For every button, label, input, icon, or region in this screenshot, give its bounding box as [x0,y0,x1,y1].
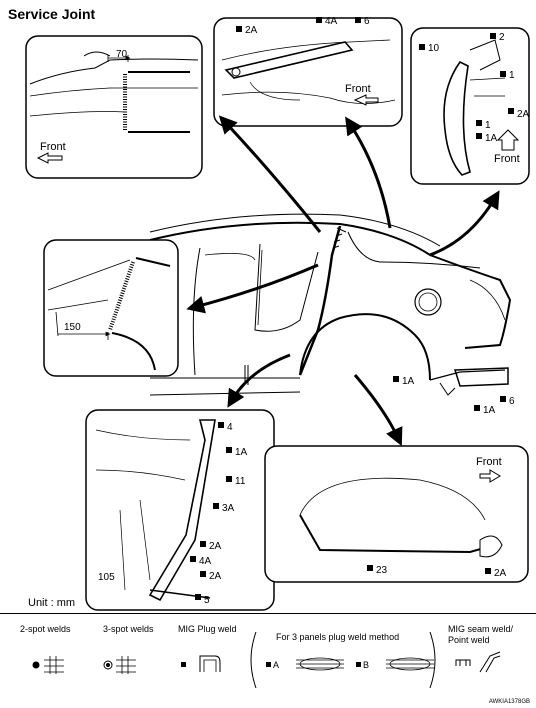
tag-1A-left: 1A [235,447,248,458]
tag-4: 4 [227,422,233,433]
callout-arrows [186,115,500,447]
legend-divider [0,613,536,614]
detail-box-rear-upper [213,17,403,127]
legend-three-panel: For 3 panels plug weld method [276,632,400,642]
legend-two-spot: 2-spot welds [20,624,71,634]
detail-box-roof-joint [25,35,203,179]
tag-3A: 3A [222,503,235,514]
legend-marker-a: A [273,660,279,670]
tag-2A-left-2: 2A [209,571,222,582]
front-label-2: Front [345,83,371,95]
legend-mig-plug: MIG Plug weld [178,624,237,634]
dim-70: 70 [116,49,128,60]
tag-6-body: 6 [509,396,515,407]
tag-2A-top: 2A [245,25,258,36]
front-label-3: Front [494,153,520,165]
tag-1-upper: 1 [509,70,515,81]
tag-1A-body-2: 1A [483,405,496,416]
pillar-weld-marks [332,233,343,249]
dim-150: 150 [64,322,81,333]
tag-2A-left-1: 2A [209,541,222,552]
image-code: AWKIA1378GB [488,699,530,705]
dim-105: 105 [98,572,115,583]
detail-box-pillar-inner [85,409,275,611]
tag-1A-right: 1A [485,133,498,144]
legend-mig-seam-1: MIG seam weld/ [448,624,514,634]
tag-6-top: 6 [364,16,370,27]
tag-1-lower: 1 [485,120,491,131]
legend-marker-b: B [363,660,369,670]
legend-symbols [32,631,501,689]
front-label-4: Front [476,456,502,468]
tag-2A-right: 2A [517,109,530,120]
tag-4A-top: 4A [325,16,338,27]
tag-2: 2 [499,32,505,43]
front-label-1: Front [40,141,66,153]
tag-1A-body-1: 1A [402,376,415,387]
detail-box-pillar-lower [43,239,179,377]
detail-box-rear-floor [264,445,529,583]
tag-5: 5 [204,595,210,606]
tag-4A-left: 4A [199,556,212,567]
tag-11: 11 [235,476,246,487]
unit-label: Unit : mm [28,597,76,609]
legend-mig-seam-2: Point weld [448,635,490,645]
tag-2A-floor: 2A [494,568,507,579]
tag-23: 23 [376,565,388,576]
detail-box-rear-inner [410,27,530,185]
page-title: Service Joint [8,6,96,22]
tag-10: 10 [428,43,440,54]
legend-three-spot: 3-spot welds [103,624,154,634]
